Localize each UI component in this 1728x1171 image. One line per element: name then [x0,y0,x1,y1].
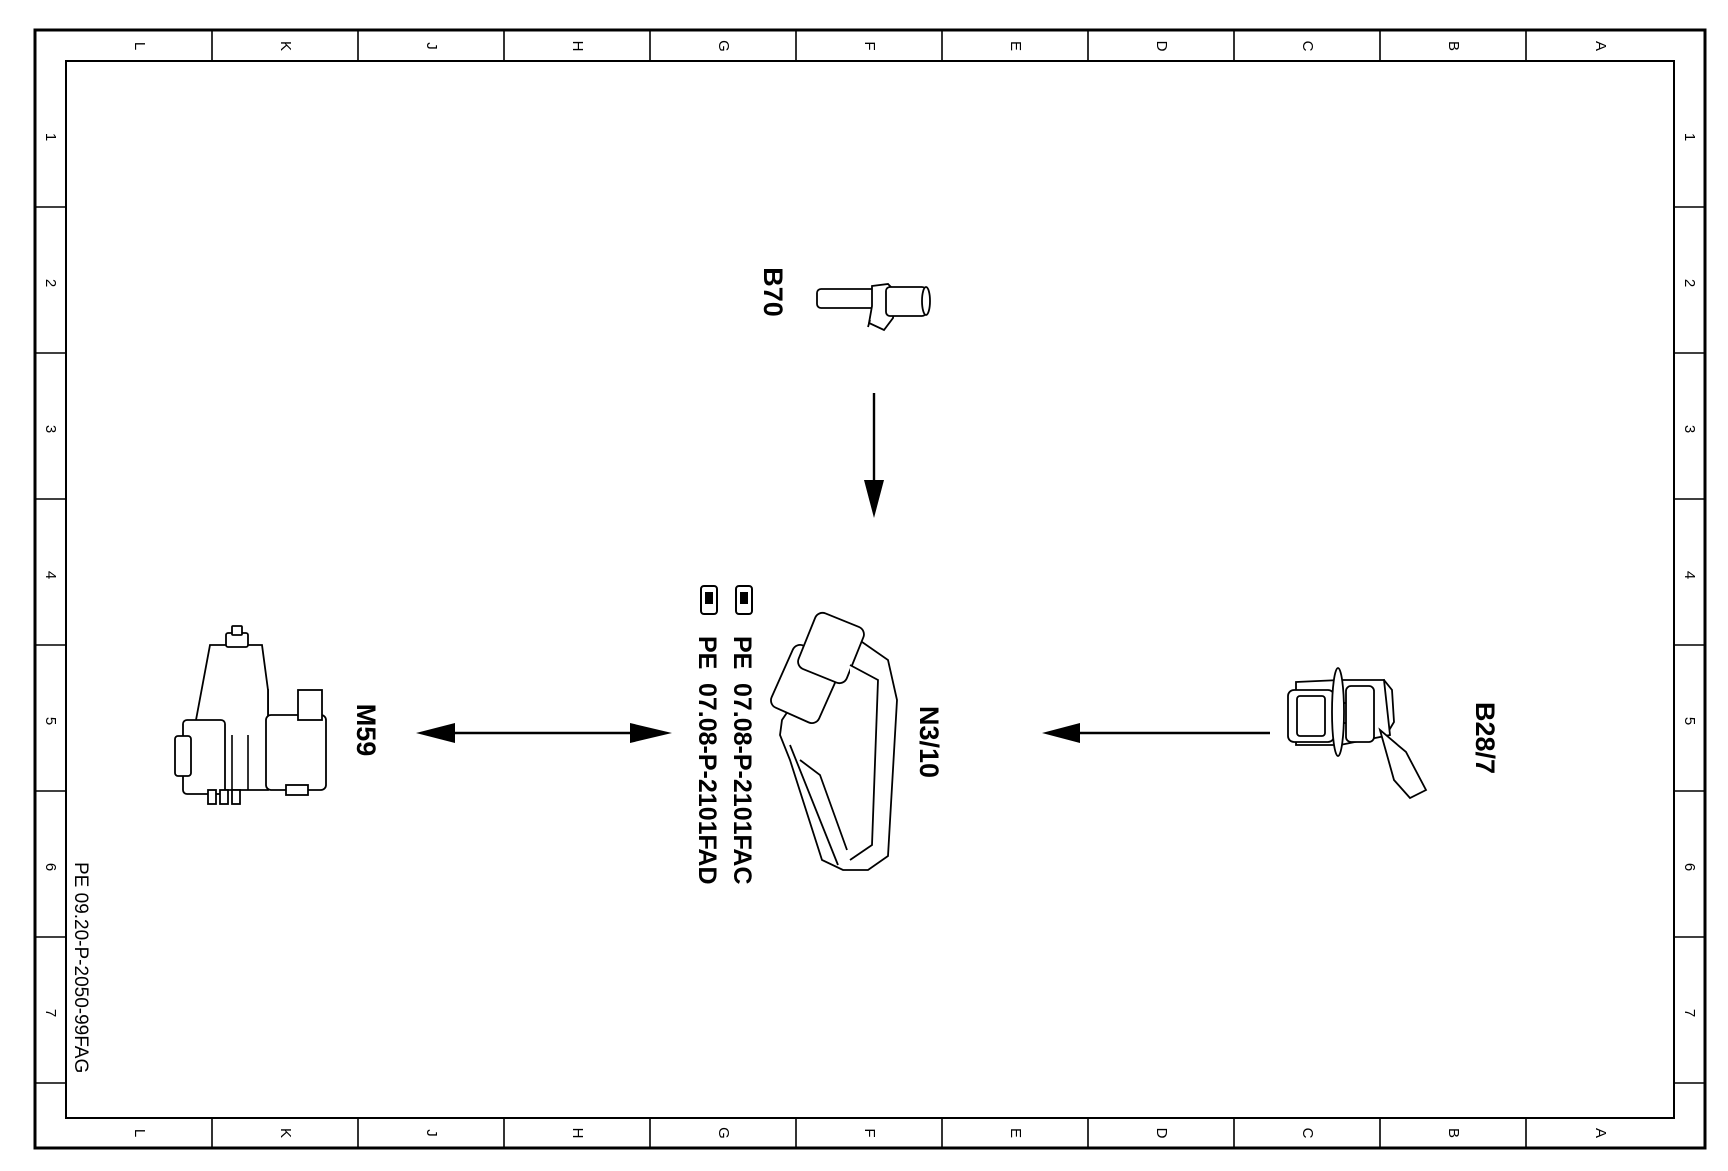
col-label: G [715,40,732,52]
col-label: D [1153,1128,1170,1139]
row-ticks [35,206,1705,1084]
row-label: 3 [1681,425,1698,433]
camshaft-sensor-icon [816,283,931,332]
col-label: C [1299,1128,1316,1139]
reference-prefix: PE [693,636,721,669]
b70-label: B70 [758,267,788,317]
arrow-b28-7-to-n3-10 [1042,723,1270,743]
control-unit-icon [770,611,898,871]
m59-label: M59 [351,704,381,757]
reference-1: PE 07.08-P-2101FAC [728,585,756,885]
reference-2: PE 07.08-P-2101FAD [693,585,721,885]
arrow-m59-n3-10-bidirectional [416,723,672,743]
col-label: B [1445,1128,1462,1138]
col-label: L [131,1129,148,1137]
document-number: PE 09.20-P-2050-99FAG [70,862,91,1073]
column-ticks [211,30,1527,1148]
col-label: F [861,1128,878,1137]
row-label: 2 [42,279,59,287]
inner-border [65,60,1675,1119]
row-label: 4 [42,571,59,579]
arrow-b70-to-n3-10 [864,393,884,518]
row-label: 1 [1681,133,1698,141]
row-label: 3 [42,425,59,433]
col-label: H [569,41,586,52]
row-label: 4 [1681,571,1698,579]
row-labels-left: 1 2 3 4 5 6 7 [42,133,59,1017]
col-label: K [277,1128,294,1138]
col-label: C [1299,41,1316,52]
col-label: A [1592,41,1609,51]
column-labels-bottom: L K J H G F E D C B A [131,1127,1609,1139]
col-label: K [277,41,294,51]
col-label: J [423,42,440,50]
row-label: 5 [1681,717,1698,725]
reference-code: 07.08-P-2101FAD [693,683,721,885]
row-label: 7 [1681,1009,1698,1017]
col-label: J [423,1129,440,1137]
n3-10-label: N3/10 [914,706,944,778]
row-label: 6 [42,863,59,871]
row-label: 6 [1681,863,1698,871]
actuator-motor-icon [174,625,327,805]
row-label: 2 [1681,279,1698,287]
pointing-hand-icon [700,585,718,615]
outer-border [33,28,1707,1150]
col-label: E [1007,41,1024,51]
row-label: 7 [42,1009,59,1017]
row-label: 5 [42,717,59,725]
row-labels-right: 1 2 3 4 5 6 7 [1681,133,1698,1017]
col-label: A [1592,1128,1609,1138]
col-label: B [1445,41,1462,51]
pointing-hand-icon [735,585,753,615]
row-label: 1 [42,133,59,141]
col-label: L [131,42,148,50]
col-label: D [1153,41,1170,52]
column-labels-top: L K J H G F E D C B A [131,40,1609,52]
col-label: G [715,1127,732,1139]
col-label: F [861,41,878,50]
b28-7-label: B28/7 [1470,702,1500,774]
pressure-sensor-icon [1287,667,1428,800]
col-label: H [569,1128,586,1139]
reference-prefix: PE [728,636,756,669]
col-label: E [1007,1128,1024,1138]
reference-code: 07.08-P-2101FAC [728,683,756,885]
